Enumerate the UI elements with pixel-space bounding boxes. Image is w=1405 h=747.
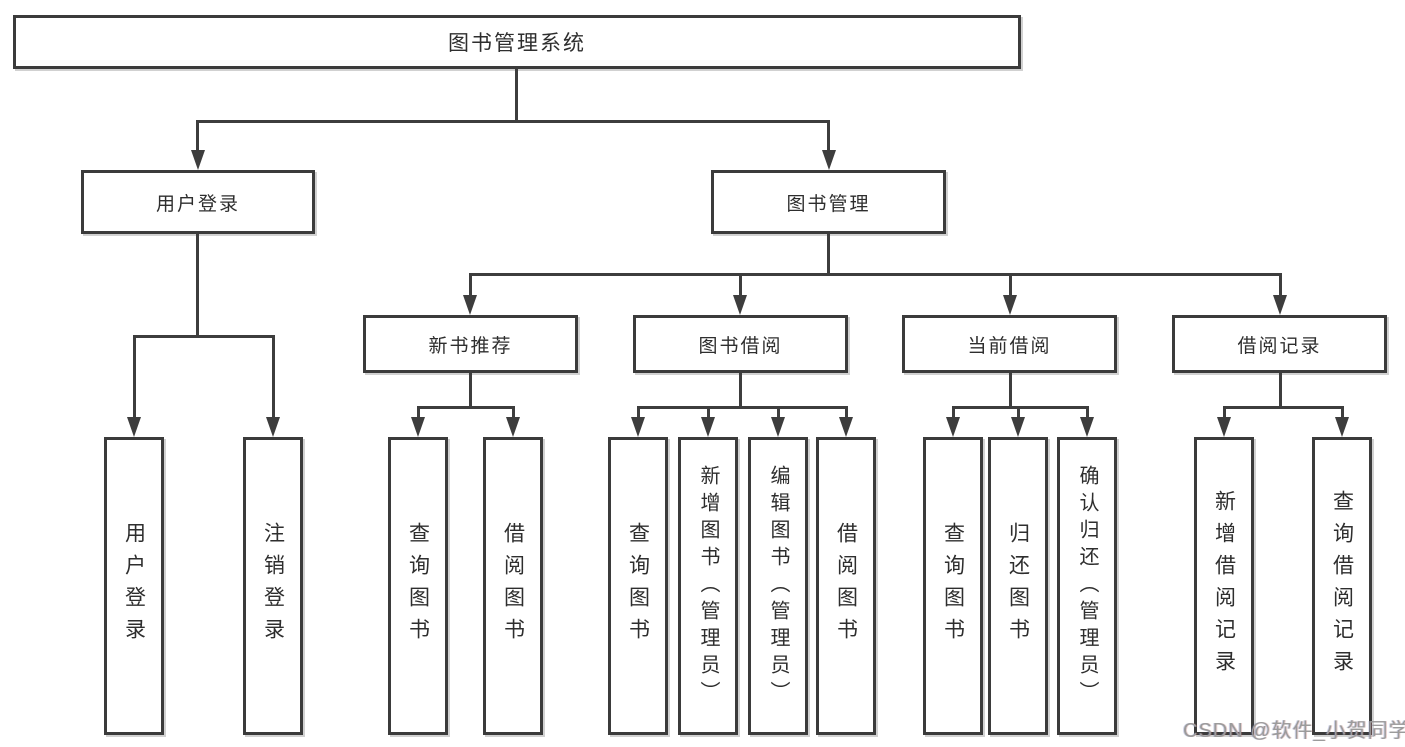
arrow-down-icon — [946, 417, 960, 437]
connector-vline — [1341, 406, 1344, 419]
leaf-logout: 注销登录 — [243, 437, 303, 735]
leaf-query-borrow-record: 查询借阅记录 — [1312, 437, 1372, 735]
arrow-down-icon — [127, 417, 141, 437]
connector-vline — [272, 335, 275, 419]
node-borrow-records-label: 借阅记录 — [1237, 335, 1322, 357]
connector-vline — [827, 120, 830, 153]
leaf-add-books-admin: 新增图书（管理员） — [678, 437, 738, 735]
arrow-down-icon — [733, 295, 747, 315]
arrow-down-icon — [839, 417, 853, 437]
node-current-borrow: 当前借阅 — [902, 315, 1117, 373]
connector-vline — [739, 273, 742, 297]
node-root: 图书管理系统 — [13, 15, 1021, 69]
leaf-borrow-query-books: 查询图书 — [608, 437, 668, 735]
arrow-down-icon — [506, 417, 520, 437]
connector-vline — [777, 406, 780, 419]
arrow-down-icon — [411, 417, 425, 437]
arrow-down-icon — [1217, 417, 1231, 437]
node-borrow-records: 借阅记录 — [1172, 315, 1387, 373]
connector-vline — [512, 406, 515, 419]
leaf-recommend-borrow-books: 借阅图书 — [483, 437, 543, 735]
connector-vline — [469, 273, 472, 297]
connector-vline — [1009, 373, 1012, 406]
leaf-return-books: 归还图书 — [988, 437, 1048, 735]
connector-vline — [1017, 406, 1020, 419]
arrow-down-icon — [701, 417, 715, 437]
connector-vline — [515, 69, 518, 120]
connector-vline — [827, 234, 830, 273]
arrow-down-icon — [822, 150, 836, 170]
connector-vline — [845, 406, 848, 419]
connector-vline — [417, 406, 420, 419]
arrow-down-icon — [1335, 417, 1349, 437]
connector-vline — [1086, 406, 1089, 419]
connector-vline — [196, 234, 199, 335]
arrow-down-icon — [631, 417, 645, 437]
leaf-confirm-return-admin: 确认归还（管理员） — [1057, 437, 1117, 735]
arrow-down-icon — [771, 417, 785, 437]
node-book-borrow-label: 图书借阅 — [698, 335, 783, 357]
connector-vline — [1279, 273, 1282, 297]
node-book-borrow: 图书借阅 — [633, 315, 848, 373]
arrow-down-icon — [266, 417, 280, 437]
leaf-borrow-books: 借阅图书 — [816, 437, 876, 735]
connector-vline — [952, 406, 955, 419]
leaf-add-borrow-record: 新增借阅记录 — [1194, 437, 1254, 735]
leaf-current-query-books: 查询图书 — [923, 437, 983, 735]
leaf-recommend-query-books: 查询图书 — [388, 437, 448, 735]
node-new-book-recommend-label: 新书推荐 — [428, 335, 513, 357]
connector-vline — [1223, 406, 1226, 419]
arrow-down-icon — [1273, 295, 1287, 315]
connector-hline — [469, 273, 1282, 276]
connector-vline — [469, 373, 472, 406]
connector-vline — [1279, 373, 1282, 406]
csdn-watermark: CSDN @软件_小贺同学 — [1183, 720, 1405, 742]
leaf-edit-books-admin: 编辑图书（管理员） — [748, 437, 808, 735]
connector-hline — [637, 406, 848, 409]
connector-hline — [417, 406, 515, 409]
node-book-management-label: 图书管理 — [786, 193, 871, 215]
connector-vline — [707, 406, 710, 419]
node-new-book-recommend: 新书推荐 — [363, 315, 578, 373]
node-book-management: 图书管理 — [711, 170, 946, 234]
node-current-borrow-label: 当前借阅 — [967, 335, 1052, 357]
connector-hline — [133, 335, 275, 338]
arrow-down-icon — [1080, 417, 1094, 437]
connector-vline — [196, 120, 199, 153]
connector-hline — [1223, 406, 1344, 409]
arrow-down-icon — [1011, 417, 1025, 437]
leaf-user-login: 用户登录 — [104, 437, 164, 735]
connector-hline — [952, 406, 1089, 409]
connector-vline — [637, 406, 640, 419]
connector-vline — [1009, 273, 1012, 297]
connector-hline — [196, 120, 830, 123]
arrow-down-icon — [191, 150, 205, 170]
connector-vline — [133, 335, 136, 419]
arrow-down-icon — [1003, 295, 1017, 315]
node-user-login-label: 用户登录 — [155, 193, 240, 215]
node-root-label: 图书管理系统 — [448, 32, 586, 55]
arrow-down-icon — [463, 295, 477, 315]
node-user-login: 用户登录 — [81, 170, 315, 234]
connector-vline — [739, 373, 742, 406]
